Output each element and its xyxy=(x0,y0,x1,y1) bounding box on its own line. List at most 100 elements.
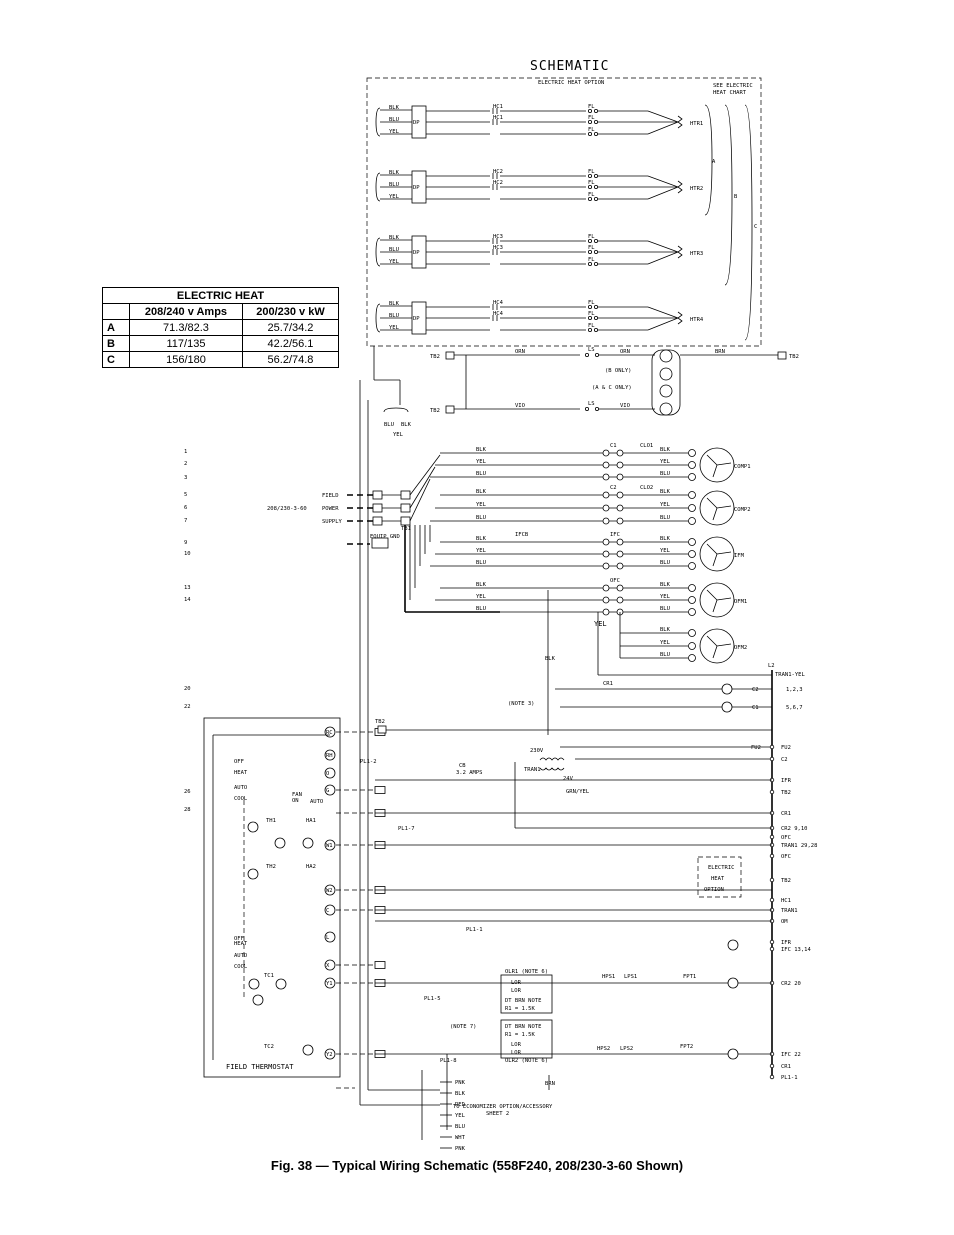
contactor-label-4: HC4 xyxy=(493,300,504,306)
tb1-l3 xyxy=(400,516,411,526)
econ-wire-label: RED xyxy=(455,1102,465,1108)
motor-terminal xyxy=(688,504,696,512)
motor-winding xyxy=(706,589,732,613)
fuse-label-1: FL xyxy=(588,104,595,110)
dp-brace xyxy=(375,107,381,137)
motor-terminal xyxy=(688,629,696,637)
contactor-terminal xyxy=(602,550,610,558)
hc1-coil xyxy=(659,349,673,363)
hps1-label: HPS1 xyxy=(602,974,615,980)
dp-wire-label: YEL xyxy=(389,194,400,200)
contactor-label-1: HC1 xyxy=(493,104,503,110)
pl1-7-label: PL1-7 xyxy=(398,826,415,832)
contactor-terminal xyxy=(616,538,624,546)
switch-auto-2: AUTO xyxy=(234,953,247,959)
contactor-terminal xyxy=(602,473,610,481)
tc2-label: TC2 xyxy=(264,1044,274,1050)
contactor-terminal xyxy=(616,491,624,499)
terminal-label: W2 xyxy=(326,888,333,894)
heater-element xyxy=(647,186,679,200)
line-number: 6 xyxy=(184,505,187,511)
c1-ref: C1 xyxy=(752,705,759,711)
cb-label: CB xyxy=(459,763,466,769)
heater-label-1: HTR1 xyxy=(690,121,703,127)
motor-overload-label: CLO2 xyxy=(640,485,653,491)
fuse-terminal xyxy=(588,249,593,254)
right-label: IFR xyxy=(781,778,792,784)
upper-wire-blk: BLK xyxy=(401,422,412,428)
heater-element xyxy=(647,175,679,188)
tb2-wire-brn: BRN xyxy=(715,349,725,355)
fuse-label-1: FL xyxy=(588,127,595,133)
th1-label: TH1 xyxy=(266,818,276,824)
ls-label-1: LS xyxy=(588,347,595,353)
field-wires xyxy=(336,380,386,1105)
terminal-label: RC xyxy=(326,730,333,736)
amps-c: 156/180 xyxy=(129,351,243,368)
heat-table-title: ELECTRIC HEAT xyxy=(102,287,339,304)
motor-contactor-label: C2 xyxy=(610,485,617,491)
motor-contactor-label: OFC xyxy=(610,578,620,584)
heater-element xyxy=(647,110,679,123)
tb2-terminal-right xyxy=(777,351,787,360)
fpt2-label: FPT2 xyxy=(680,1044,693,1050)
fuse-terminal xyxy=(588,131,593,136)
motor-label-4: OFM1 xyxy=(734,599,747,605)
right-label: PL1-1 xyxy=(781,1075,798,1081)
fuse-terminal xyxy=(594,304,599,309)
olr1-row-1: LOR xyxy=(511,980,522,986)
motor-phase-label: YEL xyxy=(660,594,671,600)
bus-node xyxy=(769,1074,775,1080)
motor-5 xyxy=(699,628,735,664)
phase-label: YEL xyxy=(476,459,487,465)
motor-overload-label: CLO1 xyxy=(640,443,653,449)
right-label: FU2 xyxy=(781,745,791,751)
econ-wire-label: PNK xyxy=(455,1146,466,1152)
fuse-label-4: FL xyxy=(588,323,595,329)
right-label: CR2 9,10 xyxy=(781,826,808,832)
olr2-row-2: R1 = 1.5K xyxy=(505,1032,535,1038)
fan-on: ON xyxy=(292,798,299,804)
fuse-label-3: FL xyxy=(588,245,595,251)
motor-phase-label: BLU xyxy=(660,560,670,566)
tran1-yel-label: TRAN1-YEL xyxy=(775,672,805,678)
tb1-l2 xyxy=(400,503,411,513)
bus-node xyxy=(769,834,775,840)
contactor-terminal xyxy=(602,504,610,512)
fuse-terminal xyxy=(594,173,599,178)
contactor-terminal xyxy=(602,517,610,525)
line-number: 26 xyxy=(184,789,191,795)
heater-coil-1 xyxy=(677,115,683,129)
dp-label-3: DP xyxy=(413,250,420,256)
terminal-label: Y1 xyxy=(326,981,333,987)
motor-winding xyxy=(706,635,732,659)
lps2-label: LPS2 xyxy=(620,1046,633,1052)
terminal-l xyxy=(324,931,336,943)
terminal-label: O xyxy=(326,771,329,777)
table-row: B 117/135 42.2/56.1 xyxy=(102,335,340,352)
contactor-terminal xyxy=(602,461,610,469)
figure-caption: Fig. 38 — Typical Wiring Schematic (558F… xyxy=(270,1158,684,1173)
phase-label: YEL xyxy=(476,502,487,508)
dp-wire-label: BLU xyxy=(389,117,399,123)
contactor-terminal xyxy=(616,504,624,512)
switch-heat-2: HEAT xyxy=(234,941,248,947)
bus-node xyxy=(769,1063,775,1069)
bus-node xyxy=(769,789,775,795)
olr1-row-3: DT BRN NOTE xyxy=(505,998,541,1004)
note-3: (NOTE 3) xyxy=(508,701,535,707)
motor-phase-label: BLK xyxy=(660,627,671,633)
row-label-b: B xyxy=(102,335,130,352)
pl1-1-label: PL1-1 xyxy=(466,927,483,933)
bus-node xyxy=(769,853,775,859)
line-number: 22 xyxy=(184,704,191,710)
phase-label: BLK xyxy=(476,582,487,588)
switch-off-1: OFF xyxy=(234,759,244,765)
terminal-label: L xyxy=(326,935,330,941)
contactor-terminal xyxy=(616,461,624,469)
right-label: CR2 20 xyxy=(781,981,801,987)
right-label: IFC 13,14 xyxy=(781,947,811,953)
olr1-row-2: LOR xyxy=(511,988,522,994)
